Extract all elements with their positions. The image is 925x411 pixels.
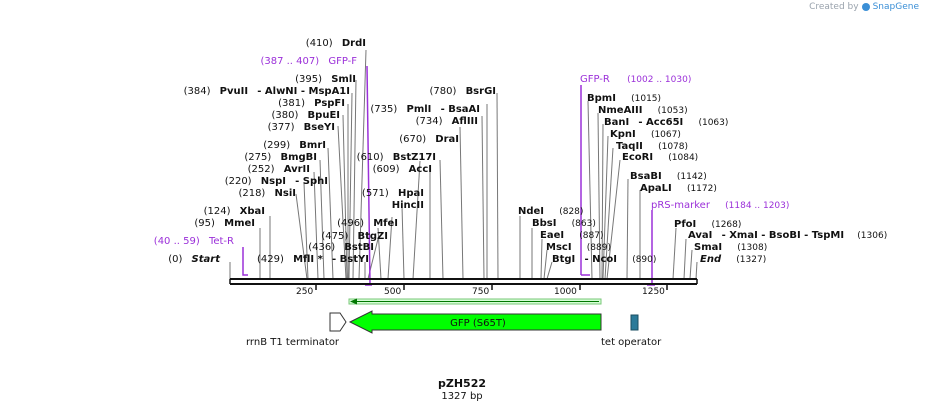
site-eaei: EaeI (887): [540, 230, 603, 241]
site-taqii: TaqII (1078): [616, 141, 688, 152]
ruler-label: 250: [296, 287, 313, 297]
ruler-label: 750: [472, 287, 489, 297]
site-nmeaiii: NmeAIII (1053): [598, 105, 688, 116]
ruler-labels: 250 500 750 1000 1250: [296, 287, 665, 297]
feature-rrnb-terminator[interactable]: [329, 312, 347, 332]
site-hpai: (571) HpaI: [362, 188, 424, 199]
rrnb-terminator-label: rrnB T1 terminator: [246, 337, 340, 348]
site-pfoi: PfoI (1268): [674, 219, 741, 230]
site-nsii: (218) NsiI: [238, 188, 296, 199]
primer-tet-r: (40 .. 59) Tet-R: [154, 236, 234, 247]
gfp-translation-bar: [348, 298, 602, 305]
site-bseyi: (377) BseYI: [268, 122, 335, 133]
site-avrii: (252) AvrII: [248, 164, 310, 175]
snapgene-logo-icon: [861, 3, 870, 11]
site-end: End (1327): [700, 254, 766, 265]
site-acci: (609) AccI: [373, 164, 432, 175]
site-pmli: (735) PmlI - BsaAI: [370, 104, 480, 115]
backbone: [229, 278, 698, 290]
gfp-feature-label: GFP (S65T): [450, 318, 506, 329]
credit-prefix: Created by: [809, 2, 859, 12]
site-ndei: NdeI (828): [518, 206, 583, 217]
site-labels-right: GFP-R (1002 .. 1030) BpmI (1015) NmeAIII…: [518, 74, 887, 265]
site-ecori: EcoRI (1084): [622, 152, 698, 163]
site-mfei: (496) MfeI: [337, 218, 398, 229]
site-nspi: (220) NspI - SphI: [225, 176, 328, 187]
site-bpuei: (380) BpuEI: [271, 110, 340, 121]
site-msci: MscI (889): [546, 242, 611, 253]
site-smai: SmaI (1308): [694, 242, 767, 253]
map-length: 1327 bp: [441, 391, 482, 402]
site-avai: AvaI - XmaI - BsoBI - TspMI (1306): [688, 230, 887, 241]
site-bmri: (299) BmrI: [263, 140, 326, 151]
site-bbsi: BbsI (863): [532, 218, 596, 229]
primer-gfp-f: (387 .. 407) GFP-F: [260, 56, 357, 67]
site-kpni: KpnI (1067): [610, 129, 681, 140]
site-bani: BanI - Acc65I (1063): [604, 117, 728, 128]
site-apali: ApaLI (1172): [640, 183, 717, 194]
site-xbai: (124) XbaI: [204, 206, 265, 217]
site-bstbi: (436) BstBI: [308, 242, 374, 253]
site-bsabi: BsaBI (1142): [630, 171, 707, 182]
feature-gfp[interactable]: GFP (S65T): [348, 310, 602, 334]
site-mmei: (95) MmeI: [194, 218, 255, 229]
site-bmgbi: (275) BmgBI: [244, 152, 317, 163]
site-bsrgi: (780) BsrGI: [429, 86, 496, 97]
primer-prs-marker: pRS-marker (1184 .. 1203): [651, 200, 789, 211]
site-afliii: (734) AflIII: [416, 116, 478, 127]
site-pvuii: (384) PvuII - AlwNI - MspA1I: [184, 86, 350, 97]
ruler-ticks: [315, 284, 668, 290]
snapgene-credit: Created by SnapGene: [809, 2, 919, 12]
site-bpmi: BpmI (1015): [587, 93, 661, 104]
site-labels-left: (0) Start (40 .. 59) Tet-R (95) MmeI (12…: [154, 38, 496, 265]
site-hincii: HincII: [392, 200, 424, 211]
ruler-label: 500: [384, 287, 401, 297]
site-drdi: (410) DrdI: [306, 38, 366, 49]
site-bstz17i: (610) BstZ17I: [357, 152, 436, 163]
ruler-label: 1250: [642, 287, 665, 297]
primer-gfp-r: GFP-R (1002 .. 1030): [580, 74, 691, 85]
feature-tet-operator[interactable]: [630, 314, 639, 331]
ruler-label: 1000: [554, 287, 577, 297]
tet-operator-label: tet operator: [601, 337, 662, 348]
credit-brand: SnapGene: [872, 2, 919, 12]
site-start: (0) Start: [168, 254, 221, 265]
site-leader-lines: [229, 49, 698, 280]
site-smli: (395) SmlI: [295, 74, 356, 85]
site-btgzi: (475) BtgZI: [321, 231, 388, 242]
site-drai: (670) DraI: [399, 134, 459, 145]
map-title: pZH522: [438, 377, 486, 390]
site-mfli: (429) MflI * - BstYI: [257, 254, 369, 265]
site-btgi: BtgI - NcoI (890): [552, 254, 656, 265]
site-pspfi: (381) PspFI: [278, 98, 345, 109]
